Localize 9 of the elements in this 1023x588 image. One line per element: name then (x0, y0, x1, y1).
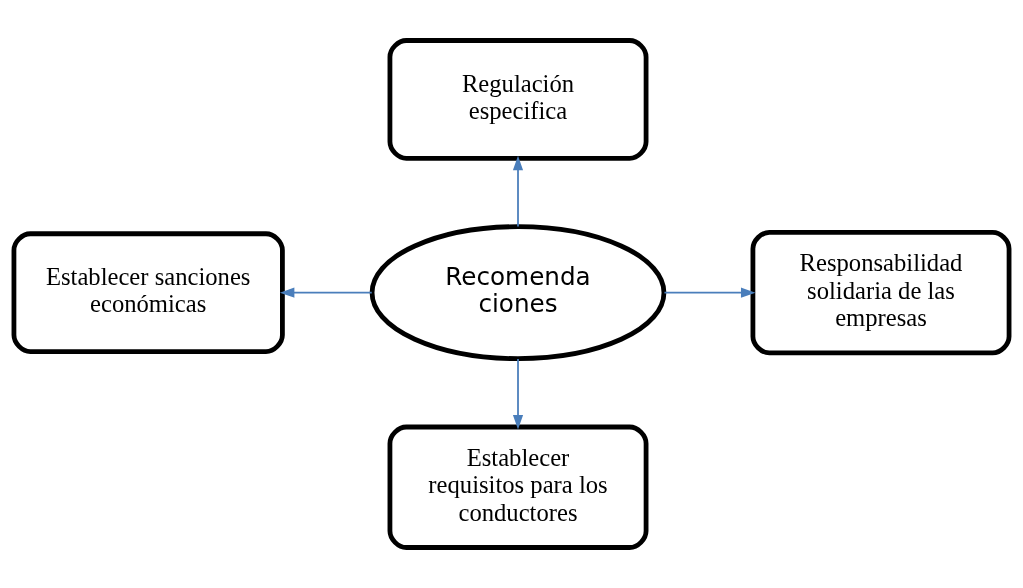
node-box: Establecer requisitos para los conductores (387, 424, 649, 550)
node-ellipse: Recomenda ciones (369, 224, 667, 361)
arrow (512, 155, 524, 228)
arrow (279, 287, 373, 298)
arrow (663, 287, 756, 298)
node-box: Regulación especifica (387, 38, 649, 161)
arrow (512, 358, 524, 430)
node-box: Responsabilidad solidaria de las empresas (750, 229, 1012, 356)
node-box: Establecer sanciones económicas (11, 231, 285, 354)
